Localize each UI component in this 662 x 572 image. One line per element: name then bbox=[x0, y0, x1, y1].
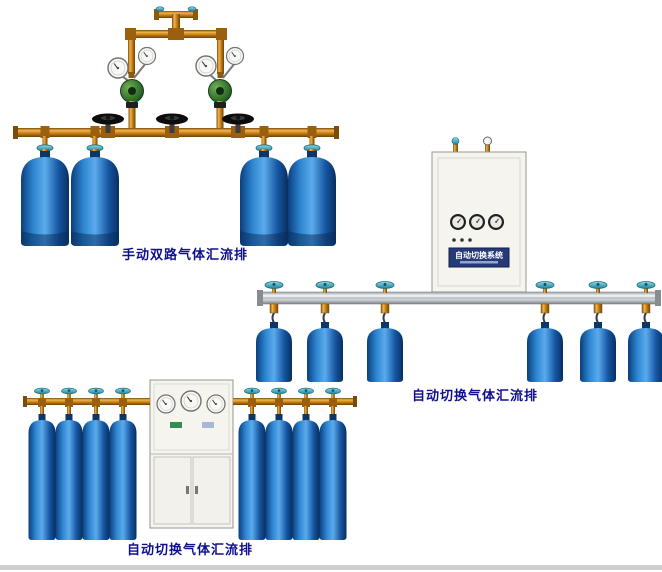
cabinet-door-left bbox=[153, 456, 192, 525]
valve-handwheel bbox=[244, 387, 260, 400]
door-handle bbox=[195, 486, 198, 494]
mini-gauge bbox=[483, 136, 492, 146]
pressure-gauge bbox=[107, 57, 129, 79]
gas-cylinder bbox=[82, 414, 110, 540]
regulator-right bbox=[195, 46, 245, 130]
manual-manifold-drawing bbox=[13, 6, 339, 246]
indicator-light bbox=[468, 238, 472, 242]
indicator-light bbox=[460, 238, 464, 242]
valve-handwheel bbox=[115, 387, 131, 400]
gas-cylinder bbox=[527, 322, 563, 382]
gas-cylinder bbox=[28, 414, 56, 540]
figure-manual-dual-manifold bbox=[8, 6, 344, 250]
caption-auto-switch-cabinet: 自动切换气体汇流排 bbox=[126, 543, 253, 558]
pressure-gauge bbox=[206, 394, 226, 414]
regulator-knob bbox=[126, 102, 138, 108]
control-cabinet: 自动切换系统 bbox=[431, 136, 527, 293]
valve-handwheel bbox=[61, 387, 77, 400]
caption-manual-dual-manifold: 手动双路气体汇流排 bbox=[121, 248, 248, 263]
valve-handwheel bbox=[34, 387, 50, 400]
gas-cylinder bbox=[265, 414, 293, 540]
gas-cylinder bbox=[238, 414, 266, 540]
valve-handwheel bbox=[315, 281, 335, 294]
gas-cylinder bbox=[367, 322, 403, 382]
auto-switch-cabinet-drawing bbox=[23, 379, 357, 540]
gas-cylinder bbox=[55, 414, 83, 540]
gas-cylinder bbox=[580, 322, 616, 382]
valve-handwheel bbox=[271, 387, 287, 400]
valve-handwheel bbox=[264, 281, 284, 294]
control-cabinet bbox=[149, 379, 234, 529]
pressure-gauge bbox=[487, 213, 505, 231]
gas-cylinder bbox=[292, 414, 320, 540]
caption-auto-switch-wall: 自动切换气体汇流排 bbox=[411, 389, 538, 404]
door-handle bbox=[186, 486, 189, 494]
valve-handwheel bbox=[88, 387, 104, 400]
valve-handwheel bbox=[588, 281, 608, 294]
pressure-gauge bbox=[468, 213, 486, 231]
header-pipe-assembly bbox=[125, 6, 227, 74]
gas-cylinder bbox=[256, 322, 292, 382]
mini-valve-handle bbox=[451, 137, 460, 145]
label-sticker bbox=[202, 422, 214, 428]
gas-cylinder bbox=[21, 151, 69, 246]
regulator-knob bbox=[214, 102, 226, 108]
mini-valve-handle bbox=[187, 6, 197, 12]
pressure-gauge bbox=[156, 394, 176, 414]
pressure-gauge bbox=[137, 46, 157, 66]
regulator-left bbox=[107, 46, 157, 130]
manifold-pipe-left bbox=[23, 396, 150, 407]
valve-handwheel bbox=[535, 281, 555, 294]
valve-handwheel bbox=[325, 387, 341, 400]
pressure-gauge bbox=[180, 390, 202, 412]
cabinet-door-right bbox=[192, 456, 231, 525]
pressure-gauge bbox=[195, 55, 217, 77]
pressure-gauge bbox=[449, 213, 467, 231]
manifold-pipe-right bbox=[233, 396, 357, 407]
mini-valve-handle bbox=[155, 6, 165, 12]
gas-cylinder bbox=[628, 322, 662, 382]
valve-handwheel bbox=[298, 387, 314, 400]
pressure-gauge bbox=[225, 46, 245, 66]
indicator-light bbox=[452, 238, 456, 242]
figure-auto-switch-wall: 自动切换系统 bbox=[255, 136, 662, 386]
figure-auto-switch-cabinet bbox=[18, 376, 362, 566]
auto-switch-wall-drawing: 自动切换系统 bbox=[256, 136, 662, 382]
label-sticker bbox=[170, 422, 182, 428]
gas-cylinder bbox=[307, 322, 343, 382]
bottom-divider bbox=[0, 565, 662, 570]
manifold-bar bbox=[257, 290, 661, 306]
valve-handwheel bbox=[375, 281, 395, 294]
gas-cylinder bbox=[109, 414, 137, 540]
gas-cylinder bbox=[319, 414, 347, 540]
gas-cylinder bbox=[71, 151, 119, 246]
cabinet-plate-text: 自动切换系统 bbox=[455, 250, 503, 260]
valve-handwheel bbox=[636, 281, 656, 294]
